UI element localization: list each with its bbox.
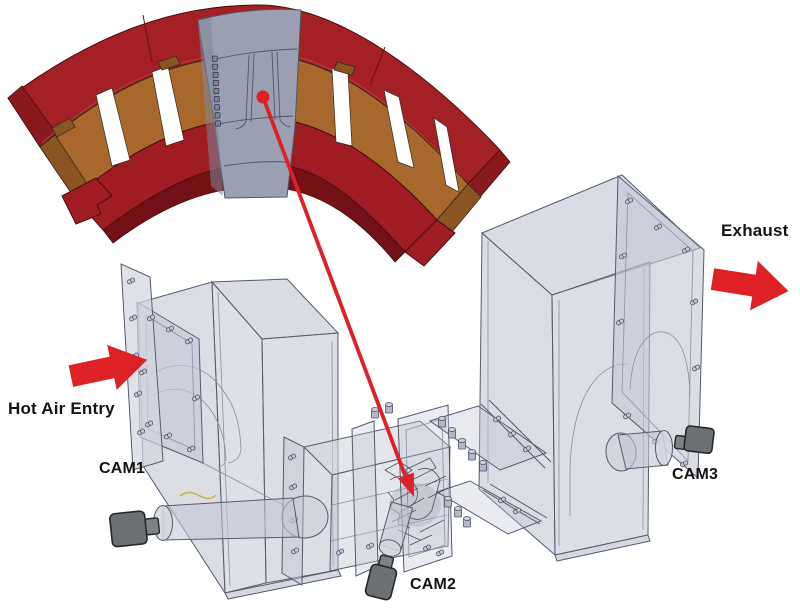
inner-band-right-lip <box>404 219 456 267</box>
upper-link-plate <box>428 405 548 471</box>
cam1-sight-tube <box>162 497 300 541</box>
cam3-assembly <box>605 425 715 472</box>
cam2-camera-icon <box>364 554 398 601</box>
exhaust-flange-frame <box>621 192 694 462</box>
cam1-label: CAM1 <box>99 460 146 477</box>
right-duct-bottom-sliver <box>554 534 651 562</box>
callout-line <box>261 96 408 479</box>
segment-shading <box>198 18 223 196</box>
exhaust-flange-plate <box>611 174 705 480</box>
platform-tabs <box>51 55 356 138</box>
left-duct <box>120 263 342 600</box>
cascade-sector-detail <box>7 4 511 267</box>
cam2-assembly <box>364 501 414 601</box>
cooling-holes <box>211 55 221 127</box>
link-flange-bars <box>480 399 552 525</box>
inner-band-left-tab <box>61 177 113 225</box>
band-segment-seams <box>142 14 386 86</box>
exhaust-label: Exhaust <box>721 221 789 240</box>
callout-leader <box>256 90 414 497</box>
callout-arrowhead-icon <box>397 472 414 497</box>
hot-air-entry-label: Hot Air Entry <box>8 399 115 418</box>
instrumented-segment <box>197 8 302 199</box>
exhaust-arrow-icon <box>710 260 789 311</box>
vane-slots <box>95 65 460 193</box>
cam3-camera-icon <box>673 425 715 455</box>
cam3-label: CAM3 <box>672 466 719 483</box>
exhaust-arch-cutout <box>629 331 691 397</box>
cam3-tube-endcap <box>655 430 673 466</box>
segment-vane-outlines <box>235 51 291 130</box>
cam1-assembly <box>109 495 329 548</box>
cam1-camera-icon <box>109 510 161 548</box>
right-duct <box>478 174 705 562</box>
callout-dot <box>256 90 270 104</box>
lower-link-plate <box>435 480 543 535</box>
hot-air-entry-arrow-icon <box>68 344 148 390</box>
cam2-label: CAM2 <box>410 576 457 593</box>
cam3-sight-tube <box>617 430 669 470</box>
cassette-plate-a <box>351 420 379 577</box>
thermocouple-wire <box>179 491 217 500</box>
